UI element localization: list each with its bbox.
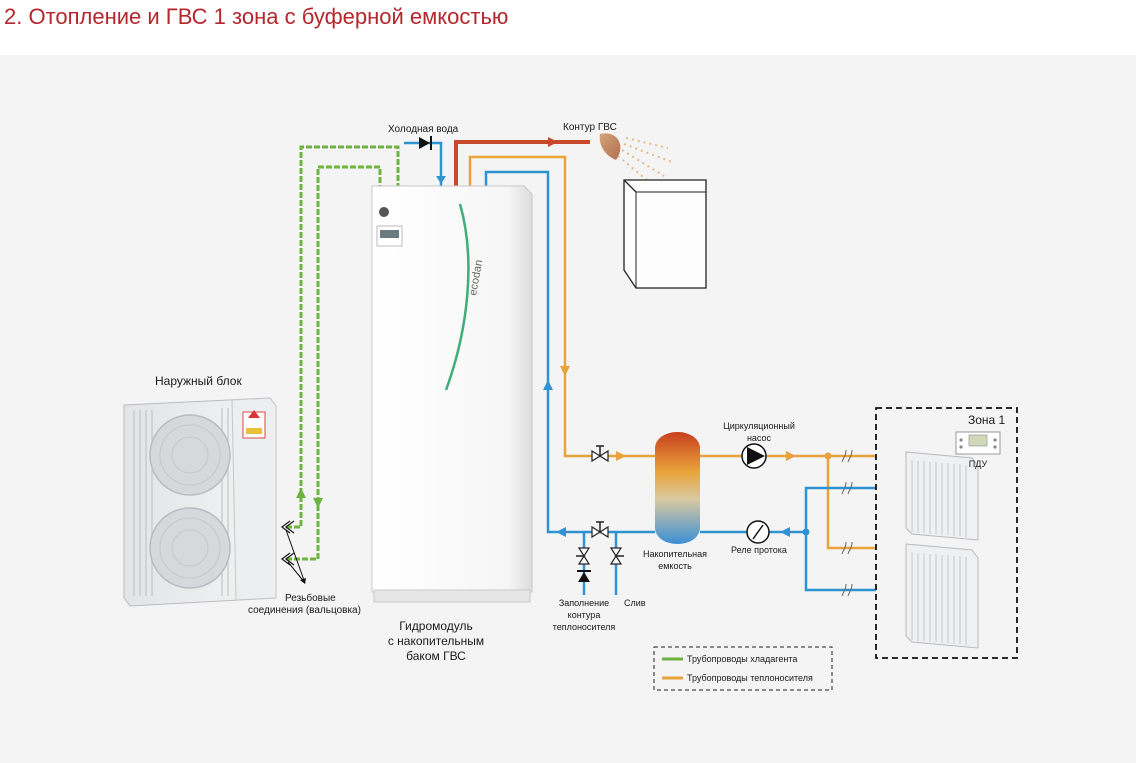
fill-check-valve-icon: [577, 570, 591, 582]
label-fill-2: контура: [568, 610, 601, 620]
legend-label-refrigerant: Трубопроводы хладагента: [687, 654, 797, 664]
label-tank-1: Накопительная: [643, 549, 707, 559]
return-junction-dots: [802, 528, 810, 536]
legend: Трубопроводы хладагента Трубопроводы теп…: [653, 646, 833, 691]
zone-boundary: [875, 407, 1018, 659]
label-pump-1: Циркуляционный: [723, 421, 795, 431]
label-flow-relay: Реле протока: [731, 545, 787, 555]
label-remote: ПДУ: [969, 459, 988, 469]
flare-connection-icon: [280, 520, 295, 566]
buffer-tank: [655, 432, 700, 544]
diagram-panel: ecodan: [0, 55, 1136, 763]
outdoor-unit: [123, 397, 277, 607]
label-outdoor-unit: Наружный блок: [155, 374, 242, 388]
label-pump-2: насос: [747, 433, 772, 443]
refrigerant-flow-arrows: [296, 488, 323, 508]
hot-water-arrow: [548, 137, 558, 147]
ball-valve-supply-icon: [591, 445, 609, 463]
hydromodule-cylinder: ecodan: [371, 185, 533, 603]
label-tank-2: емкость: [658, 561, 692, 571]
label-threaded-2: соединения (вальцовка): [248, 605, 361, 616]
supply-junction-dot: [824, 452, 832, 460]
heating-scheme-diagram: ecodan: [123, 122, 1018, 691]
label-zone: Зона 1: [968, 413, 1006, 427]
return-flow-arrows: [543, 380, 790, 537]
legend-label-coolant: Трубопроводы теплоносителя: [687, 673, 813, 683]
label-hydro-1: Гидромодуль: [399, 619, 473, 633]
label-threaded-1: Резьбовые: [285, 592, 336, 604]
label-fill-1: Заполнение: [559, 598, 609, 608]
ball-valve-return-icon: [591, 521, 609, 539]
cold-water-pipe: [404, 141, 443, 186]
label-drain: Слив: [624, 598, 646, 608]
label-hydro-3: баком ГВС: [406, 649, 466, 663]
fill-valve-icon: [576, 547, 591, 565]
radiator-2: [905, 543, 979, 649]
flow-relay-icon: [746, 520, 770, 544]
refrigerant-pipes: [286, 145, 400, 561]
shower-head-icon: [599, 133, 673, 187]
label-cold-water: Холодная вода: [388, 124, 459, 135]
label-dhw-circuit: Контур ГВС: [563, 122, 617, 133]
page-title: 2. Отопление и ГВС 1 зона с буферной емк…: [4, 4, 509, 29]
radiator-1: [905, 451, 979, 541]
label-fill-3: теплоносителя: [553, 622, 616, 632]
circulation-pump-icon: [741, 443, 767, 469]
hot-water-pipe: [454, 140, 590, 186]
label-hydro-2: с накопительным: [388, 634, 484, 648]
check-valve-icon: [419, 136, 432, 150]
drain-valve-icon: [609, 547, 624, 565]
supply-flow-arrows: [560, 366, 796, 461]
dhw-consumer-box: [623, 179, 707, 289]
pipe-break-marks: [841, 449, 853, 597]
remote-controller-icon: [955, 431, 1001, 455]
